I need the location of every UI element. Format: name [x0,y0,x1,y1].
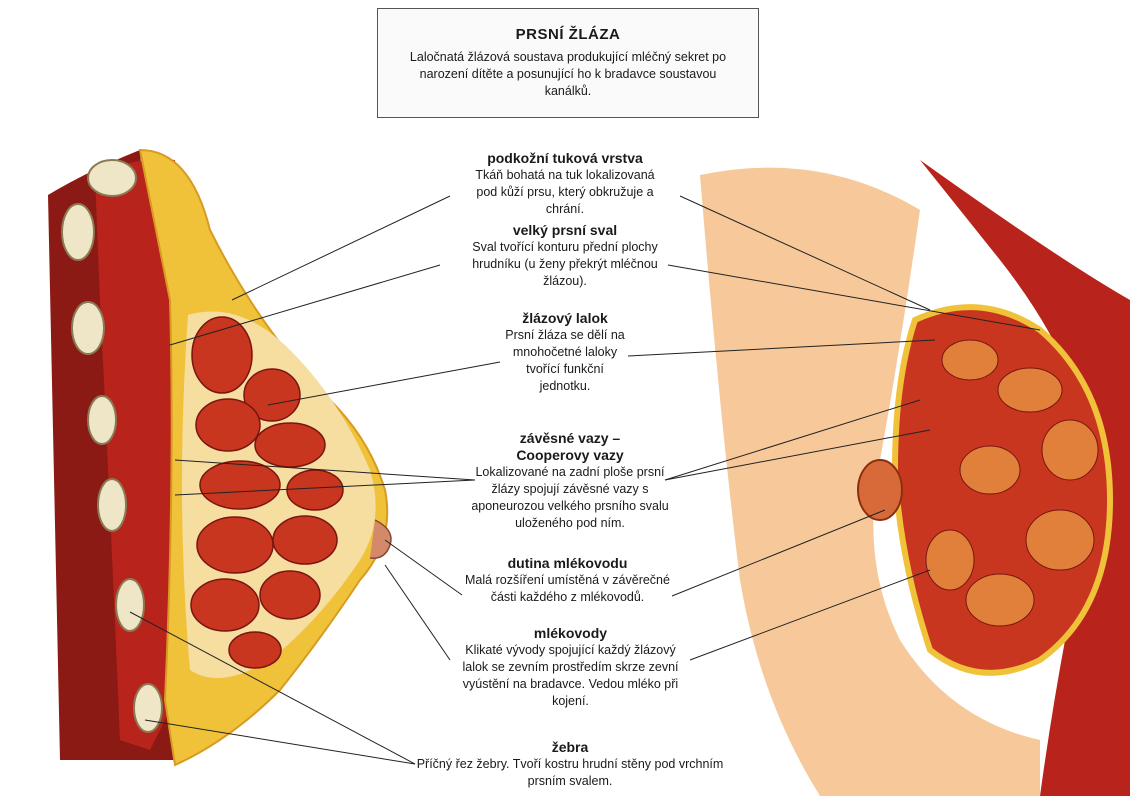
areola [858,460,902,520]
sagittal-section [48,150,391,765]
label-heading: závěsné vazy – Cooperovy vazy [500,430,640,464]
lobe [197,517,273,573]
lobe [191,579,259,631]
label-glandular-lobe: žlázový lalok Prsní žláza se dělí na mno… [480,310,650,395]
lobe [273,516,337,564]
rib [116,579,144,631]
lobe [200,461,280,509]
lobe [260,571,320,619]
label-text: Lokalizované na zadní ploše prsní žlázy … [467,464,673,532]
label-text: Příčný řez žebry. Tvoří kostru hrudní st… [415,756,725,790]
rib [88,396,116,444]
label-text: Klikaté vývody spojující každý žlázový l… [458,642,683,710]
label-heading: velký prsní sval [440,222,690,239]
label-heading: dutina mlékovodu [445,555,690,572]
diagram-title: PRSNÍ ŽLÁZA [378,26,758,43]
frontal-view [700,160,1130,796]
diagram-intro: Laločnatá žlázová soustava produkující m… [406,49,730,100]
rib [88,160,136,196]
lobe [229,632,281,668]
label-duct-sinus: dutina mlékovodu Malá rozšíření umístěná… [445,555,690,606]
label-text: Prsní žláza se dělí na mnohočetné laloky… [500,327,630,395]
rib [134,684,162,732]
label-fat-layer: podkožní tuková vrstva Tkáň bohatá na tu… [430,150,700,218]
label-text: Malá rozšíření umístěná v závěrečné část… [460,572,675,606]
lobe [192,317,252,393]
label-heading: mlékovody [448,625,693,642]
label-cooper-ligaments: závěsné vazy – Cooperovy vazy Lokalizova… [455,430,685,532]
label-pectoral-muscle: velký prsní sval Sval tvořící konturu př… [440,222,690,290]
label-milk-ducts: mlékovody Klikaté vývody spojující každý… [448,625,693,710]
lobe [196,399,260,451]
rib [72,302,104,354]
label-text: Tkáň bohatá na tuk lokalizovaná pod kůží… [465,167,665,218]
label-text: Sval tvořící konturu přední plochy hrudn… [470,239,660,290]
label-heading: podkožní tuková vrstva [430,150,700,167]
title-box: PRSNÍ ŽLÁZA Laločnatá žlázová soustava p… [377,8,759,118]
label-heading: žlázový lalok [480,310,650,327]
label-heading: žebra [405,739,735,756]
lobe [287,470,343,510]
lobe [255,423,325,467]
rib [62,204,94,260]
rib [98,479,126,531]
label-ribs: žebra Příčný řez žebry. Tvoří kostru hru… [405,739,735,790]
